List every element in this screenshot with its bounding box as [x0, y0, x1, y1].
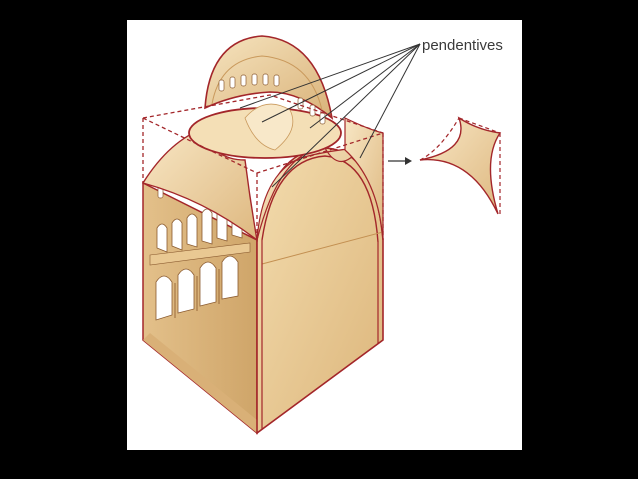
- front-wall: [256, 147, 384, 435]
- leader-lines: [239, 43, 421, 188]
- dome: [204, 35, 334, 151]
- arrow-icon: [388, 157, 412, 165]
- bounding-cube: [142, 94, 384, 240]
- pendentives-label: pendentives: [422, 37, 503, 54]
- left-wall: [142, 155, 258, 435]
- isolated-pendentive: [419, 116, 502, 215]
